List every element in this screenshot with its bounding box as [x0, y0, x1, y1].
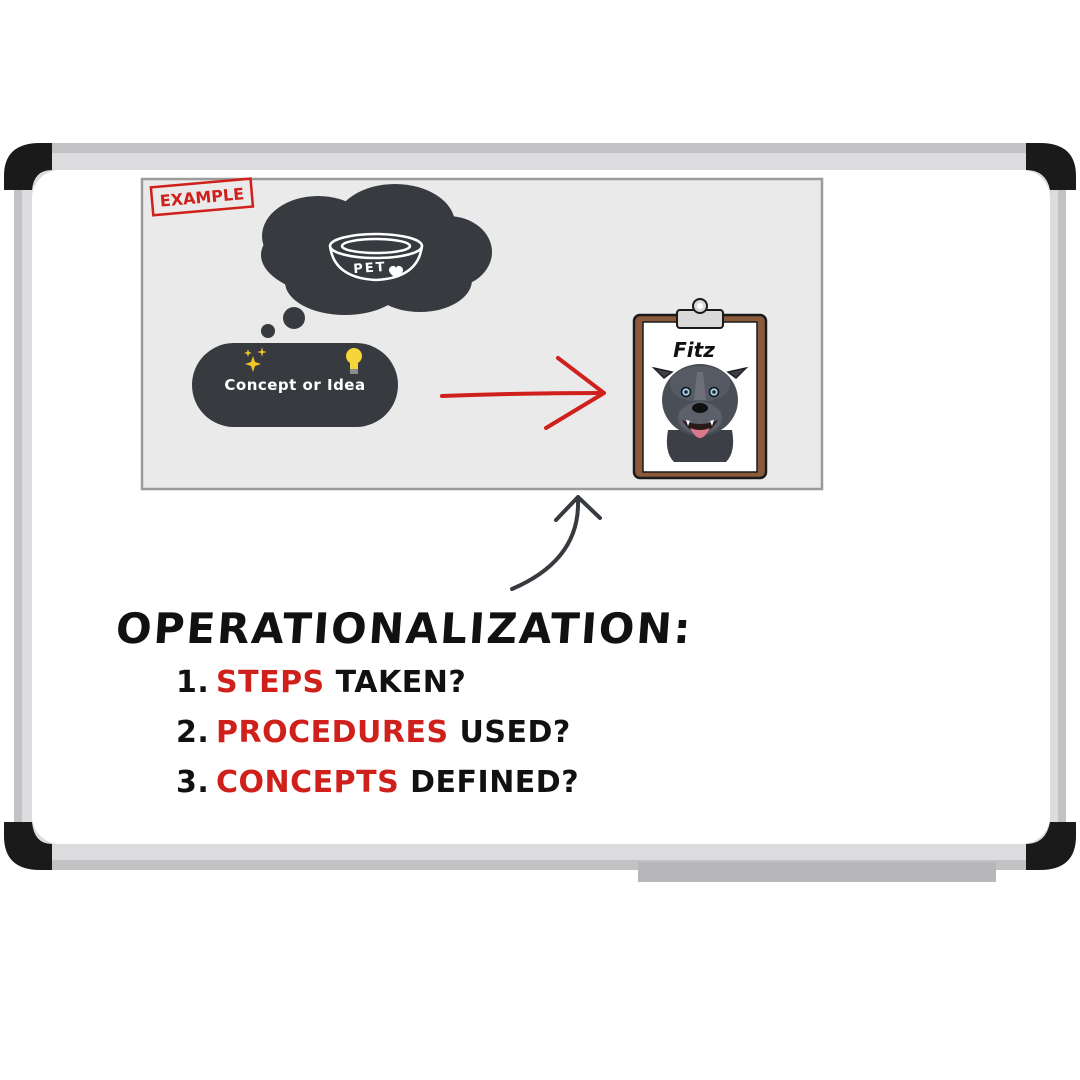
frame-corner-bottom-left [4, 822, 52, 870]
frame-corner-top-right [1026, 143, 1076, 190]
list-item: 1.STEPS TAKEN? [176, 668, 579, 718]
operationalization-title: OPERATIONALIZATION: [114, 604, 695, 653]
sparkles-icon [244, 347, 267, 372]
marker-tray [638, 862, 996, 882]
dog-nose [692, 403, 708, 413]
concept-pill [192, 343, 398, 427]
question-list: 1.STEPS TAKEN? 2.PROCEDURES USED? 3.CONC… [176, 668, 579, 818]
list-number: 1. [176, 665, 210, 700]
thought-cloud [261, 184, 492, 338]
frame-corner-bottom-right [1026, 822, 1076, 870]
red-arrow [440, 356, 606, 430]
heart-icon [389, 265, 403, 278]
list-number: 2. [176, 715, 210, 750]
list-number: 3. [176, 765, 210, 800]
list-item: 2.PROCEDURES USED? [176, 718, 579, 768]
list-text: TAKEN? [324, 665, 467, 700]
list-highlight: PROCEDURES [216, 715, 449, 750]
lightbulb-icon [346, 348, 362, 374]
list-text: DEFINED? [399, 765, 580, 800]
list-highlight: STEPS [216, 665, 325, 700]
curved-arrow [510, 495, 602, 591]
frame-corner-top-left [4, 143, 52, 190]
dog-tongue [690, 428, 710, 438]
dog-portrait [651, 364, 749, 462]
list-item: 3.CONCEPTS DEFINED? [176, 768, 579, 818]
list-highlight: CONCEPTS [216, 765, 400, 800]
thought-dot-large [283, 307, 305, 329]
bowl-label: PET [353, 260, 387, 277]
list-text: USED? [448, 715, 571, 750]
concept-label: Concept or Idea [224, 376, 365, 394]
pet-bowl-icon [328, 232, 424, 282]
clipboard-name: Fitz [673, 338, 715, 362]
thought-dot-small [261, 324, 275, 338]
